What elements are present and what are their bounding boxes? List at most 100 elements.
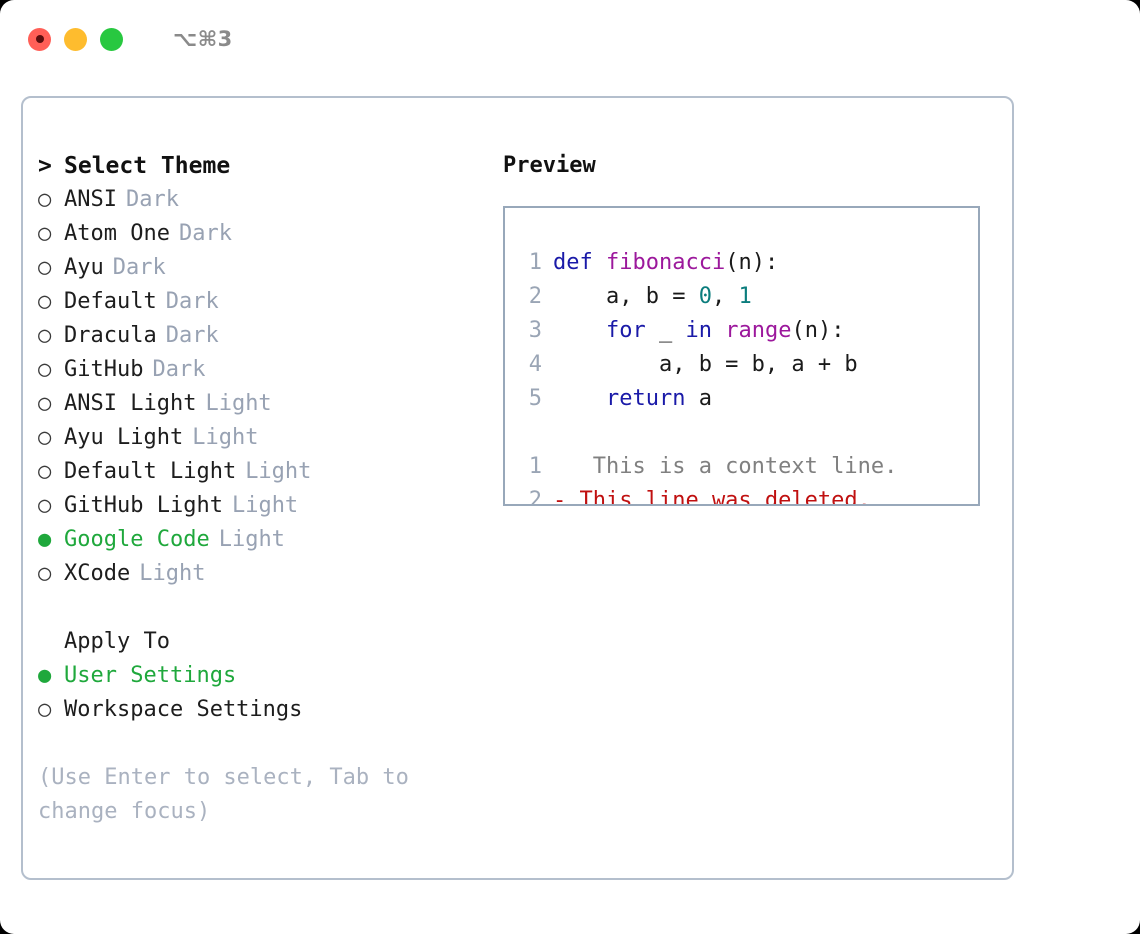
close-window-button[interactable]	[28, 27, 51, 51]
code-line: 2 a, b = 0, 1	[505, 280, 978, 314]
theme-option-label: Atom One	[64, 221, 170, 246]
radio-unselected-icon: ○	[38, 697, 52, 722]
code-line-text: return a	[553, 382, 712, 416]
code-line-number: 3	[528, 318, 542, 343]
code-line-text: a, b = 0, 1	[553, 280, 752, 314]
code-line: 5 return a	[505, 382, 978, 416]
diff-line-ctx: 1 This is a context line.	[505, 450, 978, 484]
code-token-kw: def	[553, 250, 606, 275]
code-token-num: 1	[738, 284, 752, 309]
diff-line-number: 2	[528, 488, 542, 506]
maximize-window-button[interactable]	[100, 27, 123, 51]
diff-spacer	[505, 416, 978, 450]
code-line-number: 4	[528, 352, 542, 377]
radio-selected-icon: ●	[38, 527, 52, 552]
theme-list-heading-label: Select Theme	[64, 153, 231, 179]
theme-variant-tag: Light	[231, 493, 299, 518]
code-token-num: 0	[698, 284, 712, 309]
code-token-plain: _	[645, 318, 686, 343]
theme-option-default-light[interactable]: ○ Default Light Light	[38, 455, 488, 489]
theme-option-xcode[interactable]: ○ XCode Light	[38, 557, 488, 591]
apply-to-option-user-settings[interactable]: ● User Settings	[38, 659, 488, 693]
theme-option-atom-one[interactable]: ○ Atom One Dark	[38, 217, 488, 251]
code-line: 4 a, b = b, a + b	[505, 348, 978, 382]
apply-to-heading-label: Apply To	[64, 629, 170, 654]
close-icon	[35, 35, 44, 43]
theme-option-github-light[interactable]: ○ GitHub Light Light	[38, 489, 488, 523]
theme-option-label: Default	[64, 289, 157, 314]
theme-variant-tag: Dark	[165, 289, 219, 314]
theme-variant-tag: Light	[192, 425, 259, 450]
radio-unselected-icon: ○	[38, 425, 52, 450]
theme-option-google-code[interactable]: ● Google Code Light	[38, 523, 488, 557]
radio-unselected-icon: ○	[38, 459, 52, 484]
code-line-text: a, b = b, a + b	[553, 348, 858, 382]
theme-option-label: GitHub	[64, 357, 144, 382]
radio-unselected-icon: ○	[38, 391, 52, 416]
diff-line-text: This is a context line.	[553, 454, 898, 479]
theme-variant-tag: Dark	[178, 221, 232, 246]
code-line-text: for _ in range(n):	[553, 314, 844, 348]
code-token-plain	[553, 386, 606, 411]
code-token-plain: a	[685, 386, 712, 411]
minimize-window-button[interactable]	[64, 27, 87, 51]
theme-option-label: ANSI	[64, 187, 117, 212]
radio-unselected-icon: ○	[38, 255, 52, 280]
theme-variant-tag: Light	[205, 391, 272, 416]
theme-option-label: ANSI Light	[64, 391, 197, 416]
theme-option-label: GitHub Light	[64, 493, 223, 518]
radio-unselected-icon: ○	[38, 561, 52, 586]
title-bar: ⌥⌘3	[0, 0, 1140, 78]
radio-unselected-icon: ○	[38, 323, 52, 348]
prompt-caret-icon: >	[38, 153, 52, 179]
theme-variant-tag: Light	[139, 561, 206, 586]
theme-list-heading: > Select Theme	[38, 149, 488, 183]
code-token-kw: in	[685, 318, 712, 343]
traffic-light-controls	[28, 27, 123, 51]
theme-option-label: Default Light	[64, 459, 237, 484]
code-line-number: 1	[528, 250, 542, 275]
preview-title: Preview	[503, 153, 596, 178]
radio-selected-icon: ●	[38, 663, 52, 688]
code-line-text: def fibonacci(n):	[553, 246, 778, 280]
theme-option-ansi-light[interactable]: ○ ANSI Light Light	[38, 387, 488, 421]
theme-variant-tag: Dark	[152, 357, 206, 382]
apply-to-option-workspace-settings[interactable]: ○Workspace Settings	[38, 693, 488, 727]
code-token-kw: for	[605, 318, 646, 343]
theme-option-label: XCode	[64, 561, 131, 586]
apply-to-list: ● User Settings ○Workspace Settings	[38, 659, 488, 727]
code-line-number: 2	[528, 284, 542, 309]
code-token-plain	[553, 318, 606, 343]
radio-unselected-icon: ○	[38, 221, 52, 246]
keyboard-hint-text: (Use Enter to select, Tab to change focu…	[38, 765, 423, 824]
radio-unselected-icon: ○	[38, 493, 52, 518]
theme-variant-tag: Dark	[165, 323, 219, 348]
diff-line-text: - This line was deleted.	[553, 488, 871, 506]
section-spacer	[38, 591, 488, 625]
theme-variant-tag: Light	[245, 459, 312, 484]
code-token-plain: a, b =	[553, 284, 699, 309]
radio-unselected-icon: ○	[38, 187, 52, 212]
diff-sample: 1 This is a context line. 2 - This line wa…	[505, 450, 978, 506]
theme-variant-tag: Light	[218, 527, 285, 552]
code-token-fn: fibonacci	[605, 250, 726, 275]
theme-option-label: Google Code	[64, 527, 210, 552]
apply-to-heading: Apply To	[38, 625, 488, 659]
code-token-plain: ,	[711, 284, 739, 309]
apply-to-option-label: User Settings	[64, 663, 237, 688]
code-token-plain: a, b = b, a + b	[553, 352, 858, 377]
theme-variant-tag: Dark	[112, 255, 166, 280]
code-line-number: 5	[528, 386, 542, 411]
